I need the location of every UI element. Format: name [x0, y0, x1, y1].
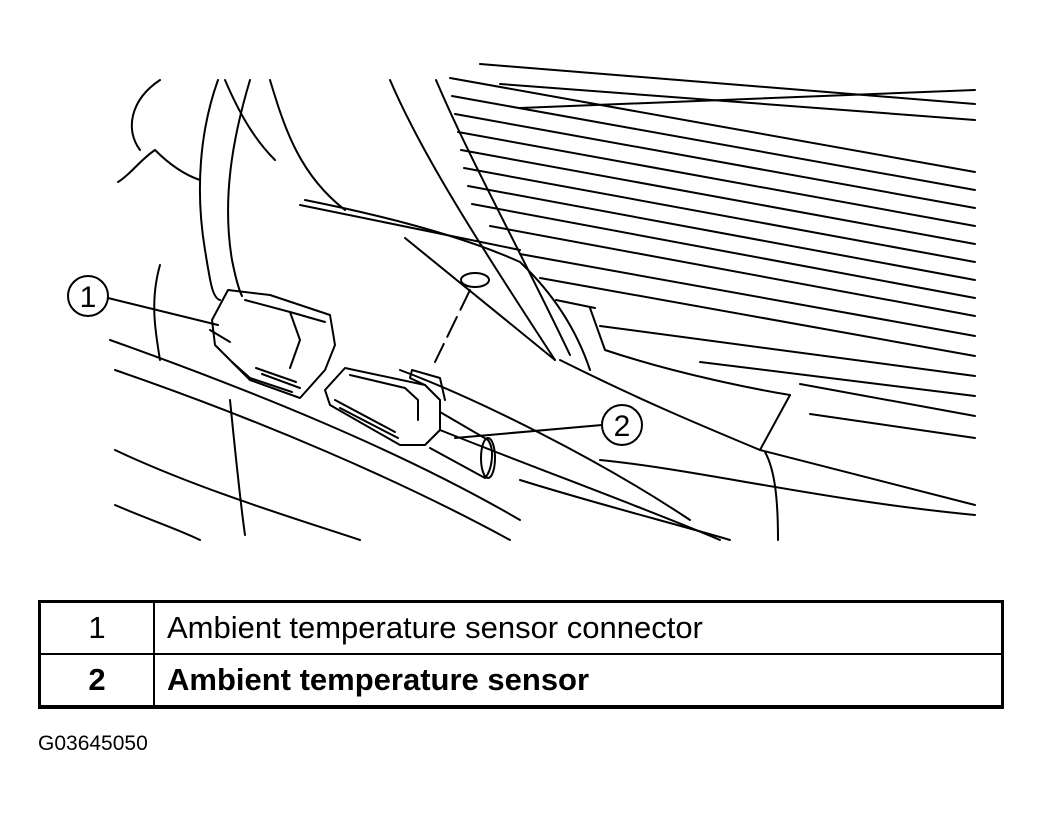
mounting-guide — [434, 272, 490, 363]
sensor-connector-drawing — [209, 289, 336, 399]
legend-row-number: 1 — [38, 600, 155, 655]
grille-slats — [449, 63, 976, 439]
wire-harness — [198, 79, 251, 301]
callout-1-number: 1 — [80, 281, 97, 314]
callout-1: 1 — [67, 275, 219, 326]
legend-row-description: Ambient temperature sensor — [153, 653, 1004, 709]
legend-row-description: Ambient temperature sensor connector — [153, 600, 1004, 655]
sensor-location-illustration: 1 2 — [67, 63, 976, 541]
legend-row: 2 Ambient temperature sensor — [38, 653, 1004, 709]
legend-row: 1 Ambient temperature sensor connector — [38, 600, 1004, 655]
figure-id: G03645050 — [38, 732, 148, 755]
legend-row-number: 2 — [38, 653, 155, 709]
sensor-drawing — [324, 367, 496, 479]
panel-outlines — [109, 79, 976, 541]
callout-2-number: 2 — [614, 410, 631, 443]
legend-table: 1 Ambient temperature sensor connector 2… — [38, 600, 1004, 709]
callout-2: 2 — [454, 404, 643, 446]
